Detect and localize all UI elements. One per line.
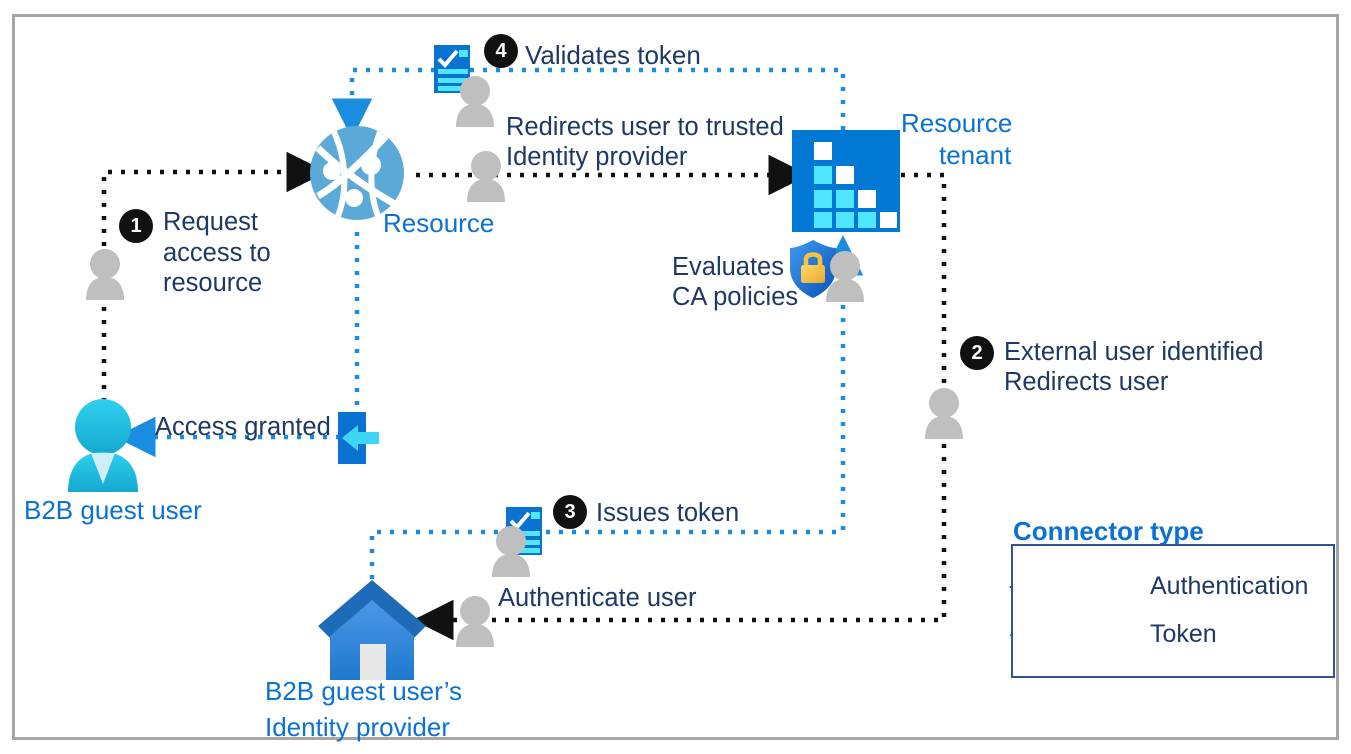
legend-item-authentication-label: Authentication [1150,572,1309,600]
step-badge-2: 2 [960,336,994,370]
step-3-label: Issues token [596,499,740,527]
globe-network-icon [310,126,404,220]
guest-user-icon [68,399,138,492]
tenant-squares-icon [792,130,900,232]
token-checklist-icon-top [434,45,494,127]
edge-label-evaluates-line1: Evaluates [672,253,784,281]
identity-provider-label-line2: Identity provider [265,712,450,742]
person-icon-external [925,388,963,439]
step-1-label-line3: resource [163,269,263,297]
step-1-label-line2: access to [163,239,271,267]
step-4-label: Validates token [525,40,701,70]
edge-label-access-granted: Access granted [155,413,331,441]
step-badge-3: 3 [553,495,587,529]
legend-item-token-label: Token [1150,620,1217,648]
step-1-label-line1: Request [163,208,258,236]
legend-box [1011,544,1335,678]
step-badge-1: 1 [119,209,153,243]
identity-provider-label-line1: B2B guest user’s [265,676,463,706]
person-icon-request [86,249,124,300]
person-icon-authenticate [456,596,494,647]
edge-validates-token [331,67,846,139]
edge-label-authenticate-user: Authenticate user [498,584,697,612]
edge-issues-token [369,235,864,592]
legend-title: Connector type [1013,516,1204,546]
resource-tenant-label-line2: tenant [939,140,1012,170]
resource-tenant-label-line1: Resource [901,108,1013,138]
step-2-label-line2: Redirects user [1004,368,1169,396]
diagram-border [12,14,1339,740]
edge-label-evaluates-line2: CA policies [672,283,799,311]
edge-request-access [101,151,327,415]
step-badge-4: 4 [484,34,518,68]
token-checklist-icon-bottom [492,507,542,577]
edge-label-redirect-line2: Identity provider [506,143,688,171]
resource-label: Resource [383,208,495,238]
edge-access-granted [115,232,360,458]
step-2-label-line1: External user identified [1004,338,1264,366]
home-idp-icon [318,580,426,680]
person-icon-ca [826,251,864,302]
shield-lock-icon [790,240,836,298]
edge-label-redirect-line1: Redirects user to trusted [506,113,784,141]
b2b-guest-user-label: B2B guest user [24,495,202,525]
sign-in-arrow-icon [338,412,379,464]
person-icon-redirect [467,151,505,202]
